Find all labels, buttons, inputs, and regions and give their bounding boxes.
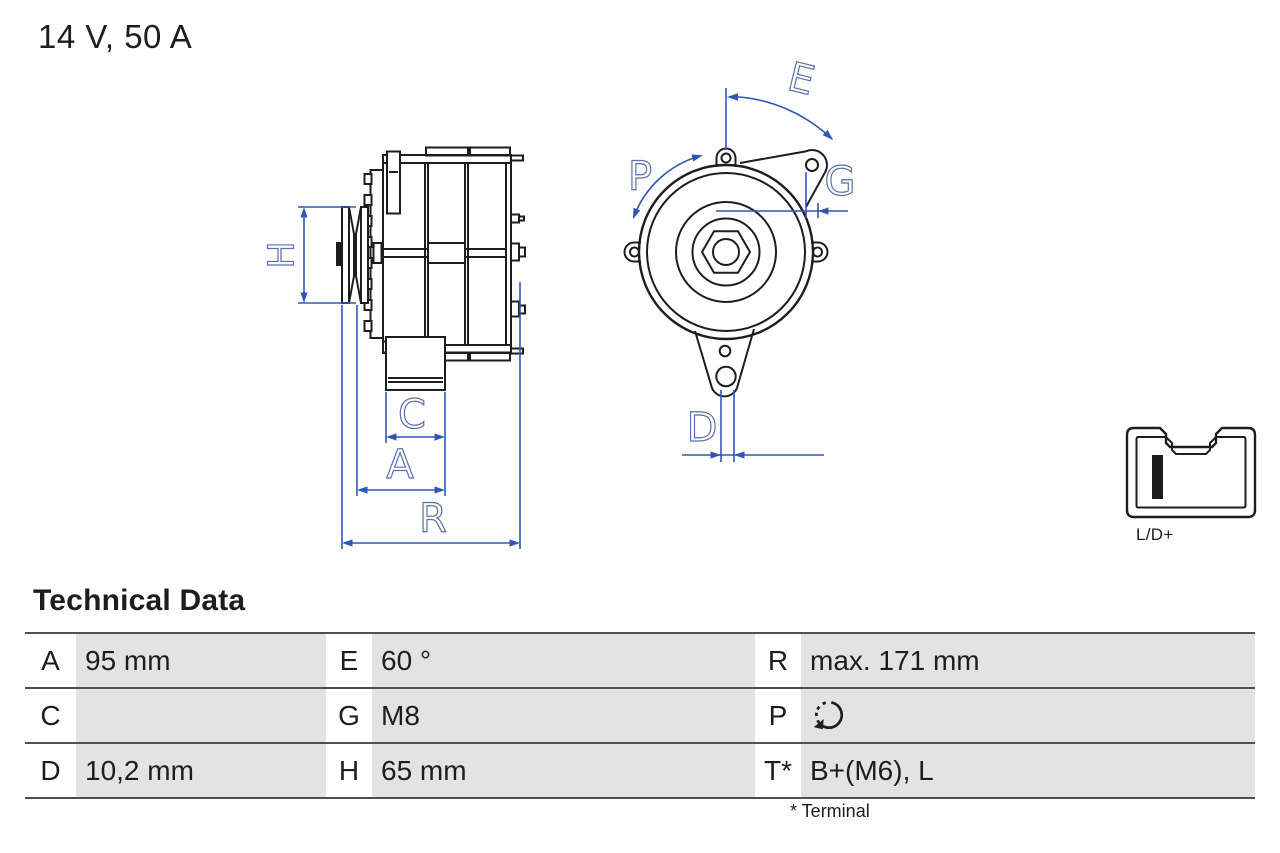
table-row: A 95 mm E 60 ° R max. 171 mm	[25, 632, 1255, 687]
dimension-a: A	[357, 441, 445, 494]
spec-key: G	[326, 689, 372, 742]
connector-terminal-label: L/D+	[1136, 525, 1174, 544]
right-ear	[811, 241, 829, 263]
spec-key: E	[326, 634, 372, 687]
product-rating: 14 V, 50 A	[38, 18, 193, 55]
alternator-body	[372, 146, 526, 391]
adjusting-lug	[386, 150, 401, 215]
dimension-label-r: R	[419, 496, 447, 542]
pulley	[336, 206, 369, 304]
extension-lines	[341, 282, 521, 549]
spec-value: 65 mm	[372, 744, 755, 797]
spec-value	[801, 689, 1255, 742]
spec-key: C	[25, 689, 76, 742]
dimension-label-p: P	[628, 154, 652, 200]
shaft-nut	[700, 230, 752, 274]
dimension-c: C	[386, 391, 445, 441]
spec-key: P	[755, 689, 801, 742]
connector-pin	[1152, 455, 1163, 499]
spec-value: M8	[372, 689, 755, 742]
dimension-h: H	[261, 206, 356, 304]
technical-data-table: A 95 mm E 60 ° R max. 171 mm C G M8 P D …	[25, 632, 1255, 799]
dimension-label-c: C	[398, 392, 426, 438]
bottom-mounting-lug	[694, 328, 755, 398]
table-row: C G M8 P	[25, 687, 1255, 742]
rotation-direction-icon	[813, 700, 844, 729]
front-view-drawing: E P G D	[623, 53, 856, 462]
dimension-g: G	[716, 158, 856, 218]
spec-value: B+(M6), L	[801, 744, 1255, 797]
technical-drawing: H C A R	[261, 53, 1257, 549]
dimension-label-h: H	[262, 241, 303, 268]
dimension-label-g: G	[825, 159, 856, 205]
spec-value: 60 °	[372, 634, 755, 687]
table-row: D 10,2 mm H 65 mm T* B+(M6), L	[25, 742, 1255, 797]
technical-data-title: Technical Data	[33, 584, 246, 617]
left-ear	[623, 241, 641, 263]
spec-key: H	[326, 744, 372, 797]
spec-value: max. 171 mm	[801, 634, 1255, 687]
dimension-label-d: D	[687, 405, 718, 451]
dimension-label-a: A	[386, 442, 414, 488]
dimension-d: D	[682, 390, 824, 462]
spec-key: A	[25, 634, 76, 687]
dimension-e: E	[725, 53, 834, 150]
spec-value: 95 mm	[76, 634, 326, 687]
adjusting-arm	[739, 149, 828, 208]
shaft-key	[336, 242, 342, 266]
connector-icon	[1125, 426, 1257, 519]
spec-key: R	[755, 634, 801, 687]
spec-value	[76, 689, 326, 742]
dimension-p: P	[627, 153, 703, 220]
spec-value: 10,2 mm	[76, 744, 326, 797]
spec-key: T*	[755, 744, 801, 797]
terminal-footnote: * Terminal	[790, 801, 870, 821]
dimension-r: R	[342, 495, 520, 547]
dimension-label-e: E	[783, 54, 819, 105]
side-view-drawing: H C A R	[261, 146, 526, 549]
spec-key: D	[25, 744, 76, 797]
